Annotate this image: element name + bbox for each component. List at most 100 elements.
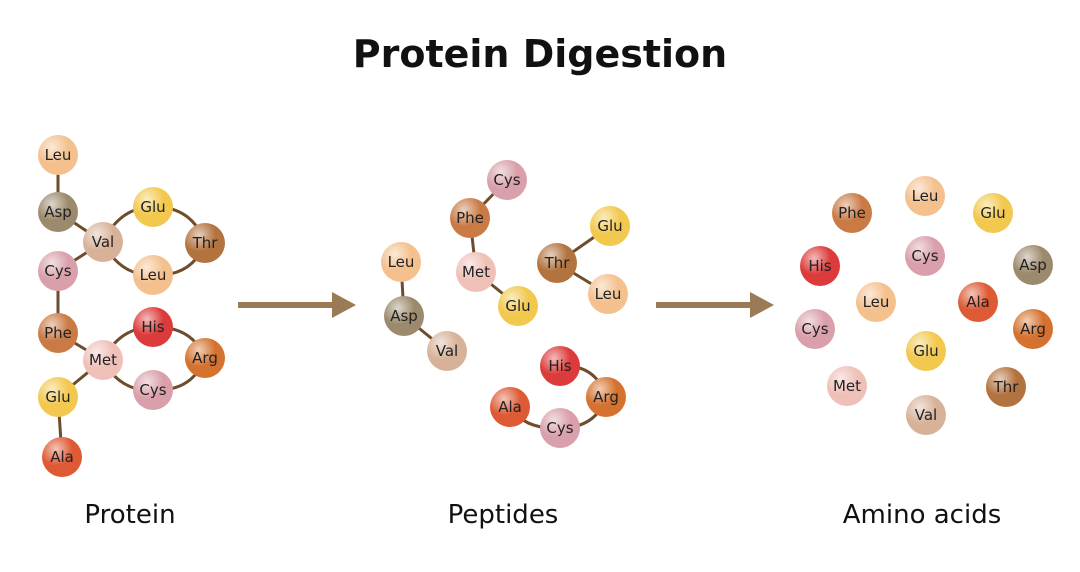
amino-acid-met: Met	[827, 366, 867, 406]
arrow-protein-to-peptides	[238, 292, 356, 318]
amino-acid-cys: Cys	[133, 370, 173, 410]
amino-acid-sphere	[381, 242, 421, 282]
amino-acid-label: Met	[462, 263, 490, 281]
amino-acid-sphere	[498, 286, 538, 326]
amino-acid-leu: Leu	[588, 274, 628, 314]
amino-acid-glu: Glu	[906, 331, 946, 371]
amino-acid-sphere	[905, 176, 945, 216]
amino-acid-sphere	[456, 252, 496, 292]
amino-acid-sphere	[38, 192, 78, 232]
amino-acid-leu: Leu	[381, 242, 421, 282]
amino-acid-label: Glu	[45, 388, 70, 406]
amino-acid-label: His	[141, 318, 164, 336]
amino-acid-glu: Glu	[498, 286, 538, 326]
amino-acid-cys: Cys	[487, 160, 527, 200]
amino-acid-arg: Arg	[1013, 309, 1053, 349]
amino-acid-label: Cys	[493, 171, 520, 189]
amino-acid-glu: Glu	[973, 193, 1013, 233]
amino-acid-sphere	[832, 193, 872, 233]
amino-acid-sphere	[588, 274, 628, 314]
amino-acid-sphere	[83, 222, 123, 262]
amino-acid-label: Thr	[993, 378, 1020, 396]
amino-acid-label: Cys	[139, 381, 166, 399]
amino-acid-label: Leu	[388, 253, 415, 271]
amino-acid-sphere	[384, 296, 424, 336]
amino-acid-his: His	[540, 346, 580, 386]
amino-acid-val: Val	[83, 222, 123, 262]
amino-acid-label: Met	[833, 377, 861, 395]
amino-acid-leu: Leu	[856, 282, 896, 322]
amino-acid-phe: Phe	[450, 198, 490, 238]
amino-acid-sphere	[185, 223, 225, 263]
amino-acid-sphere	[133, 370, 173, 410]
amino-acid-sphere	[427, 331, 467, 371]
amino-acid-sphere	[42, 437, 82, 477]
amino-acid-leu: Leu	[38, 135, 78, 175]
amino-acid-arg: Arg	[185, 338, 225, 378]
amino-acid-ala: Ala	[42, 437, 82, 477]
amino-acid-thr: Thr	[537, 243, 577, 283]
amino-acid-label: His	[808, 257, 831, 275]
amino-acid-sphere	[540, 408, 580, 448]
amino-acid-label: Thr	[192, 234, 219, 252]
amino-acid-his: His	[800, 246, 840, 286]
amino-acid-asp: Asp	[384, 296, 424, 336]
amino-acid-sphere	[537, 243, 577, 283]
amino-acid-label: Arg	[1020, 320, 1046, 338]
amino-acid-met: Met	[83, 340, 123, 380]
amino-acid-sphere	[38, 251, 78, 291]
amino-acid-label: Leu	[863, 293, 890, 311]
amino-acid-ala: Ala	[490, 387, 530, 427]
amino-acid-sphere	[986, 367, 1026, 407]
amino-acid-sphere	[905, 236, 945, 276]
amino-acid-phe: Phe	[832, 193, 872, 233]
amino-acid-label: Phe	[44, 324, 72, 342]
node-layer: LeuAspValGluThrLeuCysPheMetHisArgCysGluA…	[38, 135, 1053, 477]
amino-acid-sphere	[827, 366, 867, 406]
amino-acid-label: Cys	[546, 419, 573, 437]
amino-acid-label: Asp	[44, 203, 72, 221]
amino-acid-label: Ala	[498, 398, 522, 416]
amino-acid-glu: Glu	[133, 187, 173, 227]
amino-acid-met: Met	[456, 252, 496, 292]
amino-acid-sphere	[38, 377, 78, 417]
amino-acid-sphere	[586, 377, 626, 417]
amino-acid-label: His	[548, 357, 571, 375]
amino-acid-sphere	[185, 338, 225, 378]
peptides-label: Peptides	[447, 500, 559, 530]
amino-acid-sphere	[450, 198, 490, 238]
amino-acid-label: Phe	[838, 204, 866, 222]
amino-acids-label: Amino acids	[842, 500, 1002, 530]
amino-acid-label: Asp	[390, 307, 418, 325]
amino-acid-val: Val	[427, 331, 467, 371]
amino-acid-label: Asp	[1019, 256, 1047, 274]
amino-acid-label: Cys	[44, 262, 71, 280]
amino-acid-glu: Glu	[590, 206, 630, 246]
amino-acid-sphere	[133, 255, 173, 295]
amino-acid-label: Glu	[140, 198, 165, 216]
amino-acid-cys: Cys	[905, 236, 945, 276]
amino-acid-sphere	[540, 346, 580, 386]
amino-acid-leu: Leu	[133, 255, 173, 295]
amino-acid-cys: Cys	[795, 309, 835, 349]
amino-acid-phe: Phe	[38, 313, 78, 353]
amino-acid-sphere	[490, 387, 530, 427]
amino-acid-sphere	[133, 187, 173, 227]
amino-acid-sphere	[856, 282, 896, 322]
protein-label: Protein	[84, 500, 176, 530]
amino-acid-sphere	[83, 340, 123, 380]
amino-acid-asp: Asp	[1013, 245, 1053, 285]
amino-acid-label: Thr	[544, 254, 571, 272]
amino-acid-label: Met	[89, 351, 117, 369]
amino-acid-arg: Arg	[586, 377, 626, 417]
amino-acid-label: Leu	[45, 146, 72, 164]
arrow-peptides-to-amino-acids	[656, 292, 774, 318]
amino-acid-label: Phe	[456, 209, 484, 227]
amino-acid-cys: Cys	[38, 251, 78, 291]
amino-acid-sphere	[958, 282, 998, 322]
amino-acid-label: Leu	[912, 187, 939, 205]
amino-acid-label: Leu	[595, 285, 622, 303]
amino-acid-thr: Thr	[185, 223, 225, 263]
